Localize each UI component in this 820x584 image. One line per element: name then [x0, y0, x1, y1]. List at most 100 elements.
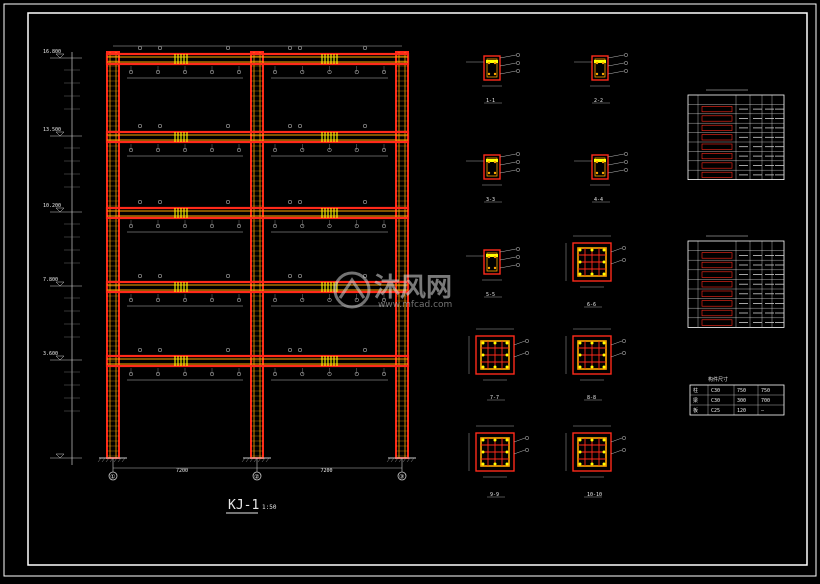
- section-bubble: [516, 61, 520, 65]
- beam-section-stirrup: [486, 252, 498, 272]
- rebar-dot: [481, 341, 485, 345]
- rebar-dot: [487, 61, 491, 65]
- frame-title: KJ-1: [228, 498, 259, 513]
- table-cell: 750: [761, 388, 770, 394]
- section-leader: [499, 153, 517, 158]
- section-label: 4-4: [594, 197, 603, 203]
- watermark: 沐风网 www.mfcad.com: [333, 271, 452, 310]
- table-rebar-sketch: [701, 309, 733, 317]
- level-mark-icon: [55, 355, 65, 361]
- beam-outline: [105, 280, 410, 294]
- column-section: 6-6: [565, 235, 626, 308]
- beam-outline: [105, 354, 410, 368]
- annotation-bubble: [362, 123, 368, 129]
- annotation-bubble: [287, 45, 293, 51]
- section-leader: [499, 62, 517, 67]
- column-section: 10-10: [565, 425, 626, 498]
- level-label: 16.800: [43, 49, 61, 55]
- rebar-dot: [578, 450, 582, 454]
- section-leader: [499, 256, 517, 261]
- rebar-dot: [487, 171, 491, 175]
- watermark-url: www.mfcad.com: [378, 300, 452, 310]
- column-outline: [250, 51, 264, 459]
- section-bubble: [624, 61, 628, 65]
- watermark-brand: 沐风网: [374, 273, 452, 303]
- rebar-dot: [601, 160, 605, 164]
- section-bubble: [516, 53, 520, 57]
- frame-scale: 1:50: [262, 504, 277, 511]
- table-rebar-sketch: [701, 134, 733, 141]
- table-cell: 300: [737, 398, 746, 404]
- table-cell: 梁: [693, 397, 698, 404]
- rebar-dot: [590, 365, 594, 369]
- rebar-dot: [602, 353, 606, 357]
- section-bubble: [624, 160, 628, 164]
- table-rebar-sketch: [701, 162, 733, 169]
- section-label: 5-5: [486, 292, 495, 298]
- footing-hatch: [105, 457, 110, 463]
- table-rebar-sketch: [701, 106, 733, 113]
- level-label: 7.800: [43, 277, 58, 283]
- section-leader: [610, 259, 623, 265]
- section-leader: [607, 54, 625, 59]
- column-section: 8-8: [565, 328, 626, 401]
- rebar-dot: [601, 61, 605, 65]
- rebar-dot: [493, 462, 497, 466]
- annotation-bubble: [287, 199, 293, 205]
- section-label: 6-6: [587, 302, 596, 308]
- rebar-dot: [505, 450, 509, 454]
- section-bubble: [622, 258, 626, 262]
- rebar-dot: [505, 438, 509, 442]
- beam-section-outline: [591, 55, 609, 81]
- section-leader: [513, 352, 526, 358]
- section-leader: [607, 161, 625, 166]
- beam-section-outline: [483, 55, 501, 81]
- annotation-bubble: [297, 199, 303, 205]
- section-bubble: [516, 160, 520, 164]
- section-label: 9-9: [490, 492, 499, 498]
- section-leader: [607, 70, 625, 75]
- rebar-dot: [590, 462, 594, 466]
- grid-axis-label: ①: [110, 474, 115, 481]
- rebar-dot: [578, 353, 582, 357]
- table-rebar-sketch: [701, 261, 733, 269]
- annotation-bubble: [225, 199, 231, 205]
- footing-hatch: [121, 457, 126, 463]
- section-leader: [610, 352, 623, 358]
- rebar-dot: [602, 365, 606, 369]
- table-rebar-sketch: [701, 290, 733, 297]
- section-bubble: [525, 339, 529, 343]
- section-leader: [607, 169, 625, 174]
- rebar-dot: [493, 171, 497, 175]
- rebar-dot: [601, 171, 605, 175]
- footing-hatch: [101, 457, 106, 463]
- section-leader: [513, 340, 526, 346]
- footing-hatch: [394, 457, 399, 463]
- table-cell: C30: [711, 388, 720, 394]
- beam-section: 5-5: [466, 247, 520, 298]
- annotation-bubble: [157, 273, 163, 279]
- sheet-outer-border: [3, 3, 817, 577]
- annotation-bubble: [362, 347, 368, 353]
- section-leader: [499, 161, 517, 166]
- rebar-dot: [602, 260, 606, 264]
- section-bubble: [622, 339, 626, 343]
- footing-hatch: [390, 457, 395, 463]
- rebar-dot: [505, 365, 509, 369]
- annotation-bubble: [157, 45, 163, 51]
- rebar-dot: [602, 438, 606, 442]
- beam-section-stirrup: [594, 157, 606, 177]
- section-leader: [607, 153, 625, 158]
- rebar-dot: [487, 255, 491, 259]
- rebar-dot: [590, 438, 594, 442]
- rebar-schedule-table-1: [687, 94, 785, 180]
- rebar-dot: [602, 272, 606, 276]
- beam-section: 3-3: [466, 152, 520, 203]
- rebar-dot: [595, 171, 599, 175]
- rebar-dot: [493, 72, 497, 76]
- footing-hatch: [97, 457, 102, 463]
- column-section-outline: [572, 432, 612, 472]
- rebar-dot: [505, 341, 509, 345]
